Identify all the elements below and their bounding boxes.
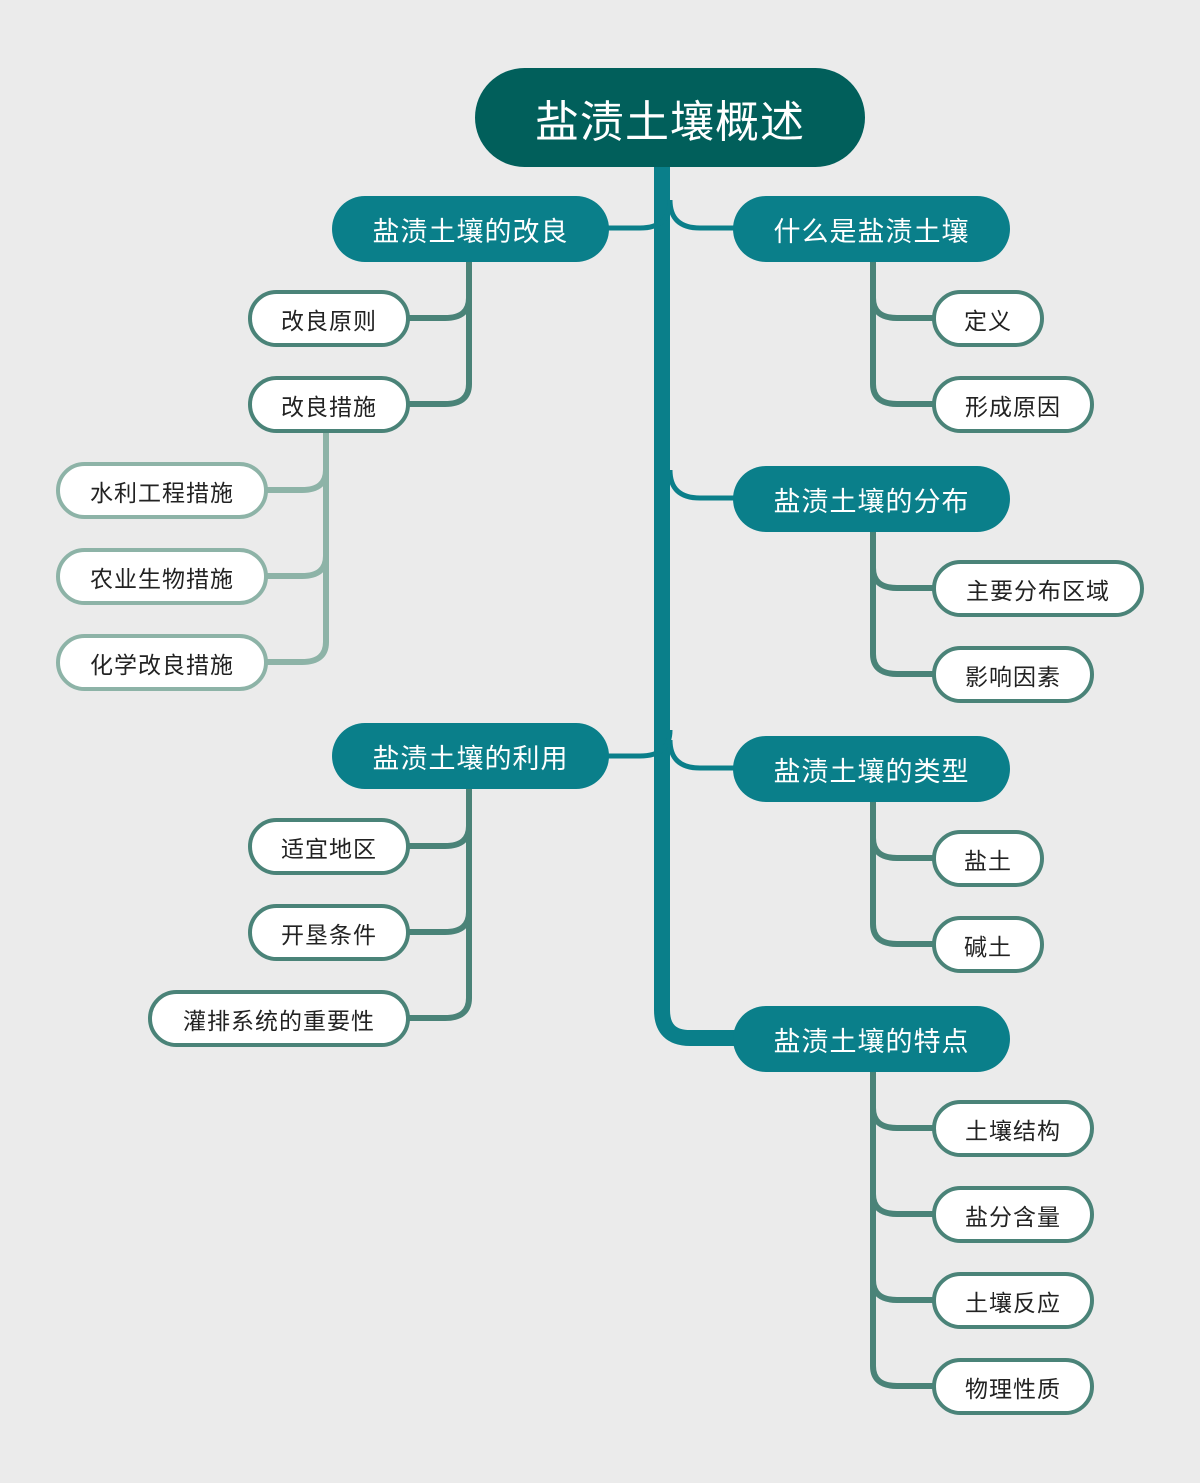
subtopic-label: 形成原因 bbox=[965, 394, 1061, 421]
subtopic-label: 盐土 bbox=[964, 848, 1012, 875]
topic-label: 什么是盐渍土壤 bbox=[773, 216, 970, 248]
root-label: 盐渍土壤概述 bbox=[535, 96, 805, 148]
topic-improvement[interactable]: 盐渍土壤的改良 bbox=[332, 196, 609, 262]
subtopic-label: 改良措施 bbox=[281, 394, 377, 421]
subtopic-label: 定义 bbox=[964, 308, 1012, 335]
subtopic-soil-structure[interactable]: 土壤结构 bbox=[932, 1100, 1094, 1157]
subtopic-alkaline-soil[interactable]: 碱土 bbox=[932, 916, 1044, 973]
topic-features[interactable]: 盐渍土壤的特点 bbox=[733, 1006, 1010, 1072]
leaf-label: 化学改良措施 bbox=[90, 652, 234, 679]
topic-what-is[interactable]: 什么是盐渍土壤 bbox=[733, 196, 1010, 262]
subtopic-reclamation-conditions[interactable]: 开垦条件 bbox=[248, 904, 410, 961]
topic-label: 盐渍土壤的改良 bbox=[372, 216, 569, 248]
subtopic-improvement-measures[interactable]: 改良措施 bbox=[248, 376, 410, 433]
subtopic-suitable-areas[interactable]: 适宜地区 bbox=[248, 818, 410, 875]
subtopic-label: 土壤结构 bbox=[965, 1118, 1061, 1145]
subtopic-definition[interactable]: 定义 bbox=[932, 290, 1044, 347]
leaf-agri-biological[interactable]: 农业生物措施 bbox=[56, 548, 268, 605]
subtopic-soil-reaction[interactable]: 土壤反应 bbox=[932, 1272, 1094, 1329]
leaf-label: 农业生物措施 bbox=[90, 566, 234, 593]
subtopic-causes[interactable]: 形成原因 bbox=[932, 376, 1094, 433]
topic-utilization[interactable]: 盐渍土壤的利用 bbox=[332, 723, 609, 789]
leaf-water-engineering[interactable]: 水利工程措施 bbox=[56, 462, 268, 519]
subtopic-improvement-principles[interactable]: 改良原则 bbox=[248, 290, 410, 347]
subtopic-irrigation-drainage[interactable]: 灌排系统的重要性 bbox=[148, 990, 410, 1047]
topic-types[interactable]: 盐渍土壤的类型 bbox=[733, 736, 1010, 802]
subtopic-label: 物理性质 bbox=[965, 1376, 1061, 1403]
topic-label: 盐渍土壤的利用 bbox=[372, 743, 569, 775]
subtopic-label: 影响因素 bbox=[965, 664, 1061, 691]
subtopic-label: 主要分布区域 bbox=[966, 578, 1110, 605]
subtopic-label: 盐分含量 bbox=[965, 1204, 1061, 1231]
root-node[interactable]: 盐渍土壤概述 bbox=[475, 68, 865, 167]
topic-label: 盐渍土壤的类型 bbox=[773, 756, 970, 788]
subtopic-label: 改良原则 bbox=[281, 308, 377, 335]
subtopic-label: 土壤反应 bbox=[965, 1290, 1061, 1317]
subtopic-physical-properties[interactable]: 物理性质 bbox=[932, 1358, 1094, 1415]
topic-label: 盐渍土壤的特点 bbox=[773, 1026, 970, 1058]
topic-label: 盐渍土壤的分布 bbox=[773, 486, 970, 518]
subtopic-salt-content[interactable]: 盐分含量 bbox=[932, 1186, 1094, 1243]
leaf-chemical[interactable]: 化学改良措施 bbox=[56, 634, 268, 691]
leaf-label: 水利工程措施 bbox=[90, 480, 234, 507]
topic-distribution[interactable]: 盐渍土壤的分布 bbox=[733, 466, 1010, 532]
subtopic-label: 开垦条件 bbox=[281, 922, 377, 949]
subtopic-influencing-factors[interactable]: 影响因素 bbox=[932, 646, 1094, 703]
subtopic-label: 碱土 bbox=[964, 934, 1012, 961]
subtopic-saline-soil[interactable]: 盐土 bbox=[932, 830, 1044, 887]
subtopic-label: 灌排系统的重要性 bbox=[183, 1008, 375, 1035]
subtopic-main-regions[interactable]: 主要分布区域 bbox=[932, 560, 1144, 617]
subtopic-label: 适宜地区 bbox=[281, 836, 377, 863]
